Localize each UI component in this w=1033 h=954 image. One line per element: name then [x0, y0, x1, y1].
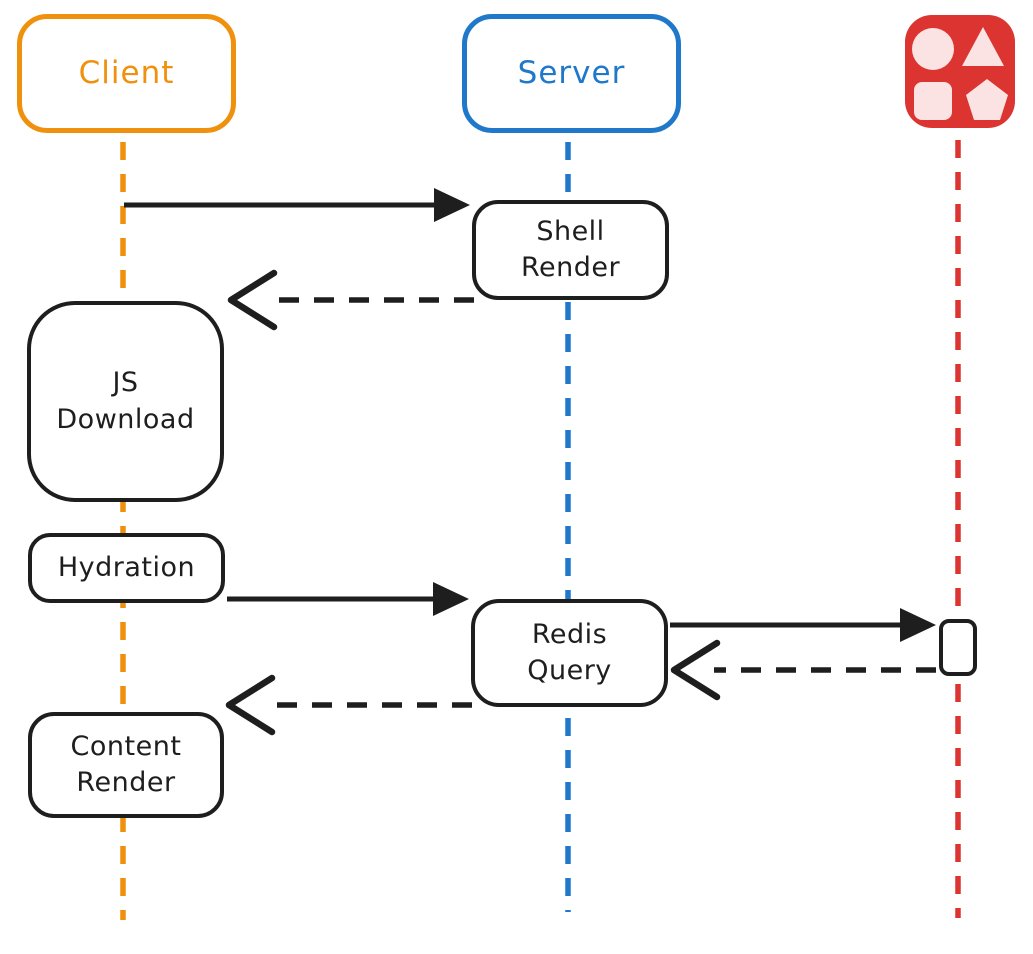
- message-hydration-to-redis-query: [227, 582, 469, 616]
- message-redis-query-to-redis: [670, 608, 936, 642]
- activation-shell-render-label: Shell Render: [520, 215, 621, 283]
- message-shell-render-to-client: [227, 269, 474, 331]
- message-client-to-shell-render: [124, 188, 470, 222]
- message-redis-query-to-content-render: [225, 674, 472, 736]
- activation-redis-bar: [939, 619, 977, 676]
- circle-shape-icon: [912, 28, 954, 70]
- open-arrowhead-icon: [227, 269, 278, 331]
- actor-client-label: Client: [78, 54, 175, 91]
- arrowhead-icon: [900, 608, 936, 642]
- actor-server-label: Server: [517, 54, 626, 91]
- activation-hydration-label: Hydration: [57, 551, 196, 583]
- square-shape-icon: [914, 82, 952, 120]
- arrowhead-icon: [434, 188, 470, 222]
- activation-content-render-label: Content Render: [70, 730, 182, 798]
- activation-js-download-label: JS Download: [56, 367, 195, 435]
- actor-server: Server: [462, 14, 681, 133]
- activation-redis-query-label: Redis Query: [527, 618, 612, 686]
- open-arrowhead-icon: [225, 674, 276, 736]
- open-arrowhead-icon: [670, 639, 721, 701]
- activation-redis-query: Redis Query: [471, 599, 668, 707]
- arrowhead-icon: [433, 582, 469, 616]
- pentagon-shape-icon: [966, 79, 1008, 120]
- actor-client: Client: [17, 14, 236, 133]
- activation-content-render: Content Render: [28, 712, 224, 818]
- triangle-shape-icon: [962, 27, 1004, 66]
- activation-js-download: JS Download: [27, 301, 224, 502]
- actor-redis: [905, 15, 1015, 132]
- activation-hydration: Hydration: [28, 533, 225, 603]
- shapes-icon: [905, 15, 1015, 128]
- activation-shell-render: Shell Render: [472, 200, 669, 300]
- message-redis-to-redis-query: [670, 639, 936, 701]
